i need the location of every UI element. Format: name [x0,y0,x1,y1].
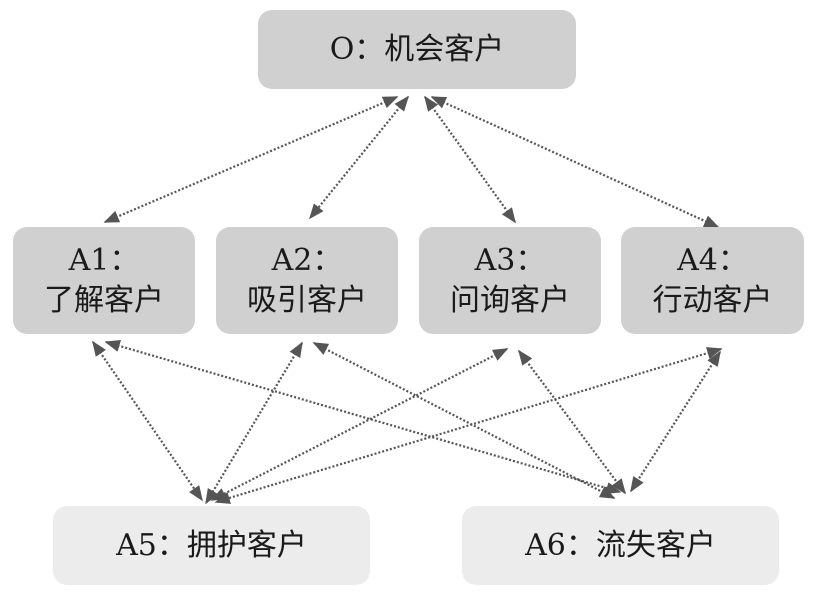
node-opportunity-customer: O：机会客户 [258,10,576,89]
edge-a3-a6 [518,349,626,495]
node-name: 行动客户 [652,282,773,318]
edge-a1-a6 [104,339,622,495]
node-label: A5：拥护客户 [116,527,307,563]
node-advocate-customer: A5：拥护客户 [53,506,370,585]
node-action-customer: A4： 行动客户 [621,227,804,334]
node-code: A1： [68,242,140,278]
node-name: 吸引客户 [247,282,367,318]
node-lost-customer: A6：流失客户 [462,506,779,585]
node-label: A6：流失客户 [525,527,716,563]
edge-a4-a5 [214,347,723,504]
node-attract-customer: A2： 吸引客户 [216,227,398,334]
edge-o-a2 [309,95,409,220]
node-name: 了解客户 [44,282,164,318]
node-name: 问询客户 [450,282,570,318]
edge-o-a4 [430,95,720,229]
node-code: A3： [474,242,546,278]
node-code: A4： [677,242,748,278]
edge-a3-a5 [210,348,509,501]
node-code: A2： [271,242,343,278]
edge-a2-a6 [312,342,616,499]
edge-group [92,95,723,505]
edge-o-a1 [103,95,399,224]
node-know-customer: A1： 了解客户 [13,227,195,334]
edge-a4-a6 [630,350,721,493]
edge-o-a3 [424,95,516,224]
node-inquire-customer: A3： 问询客户 [419,227,601,334]
edge-a1-a5 [92,340,203,502]
node-label: O：机会客户 [329,31,505,67]
